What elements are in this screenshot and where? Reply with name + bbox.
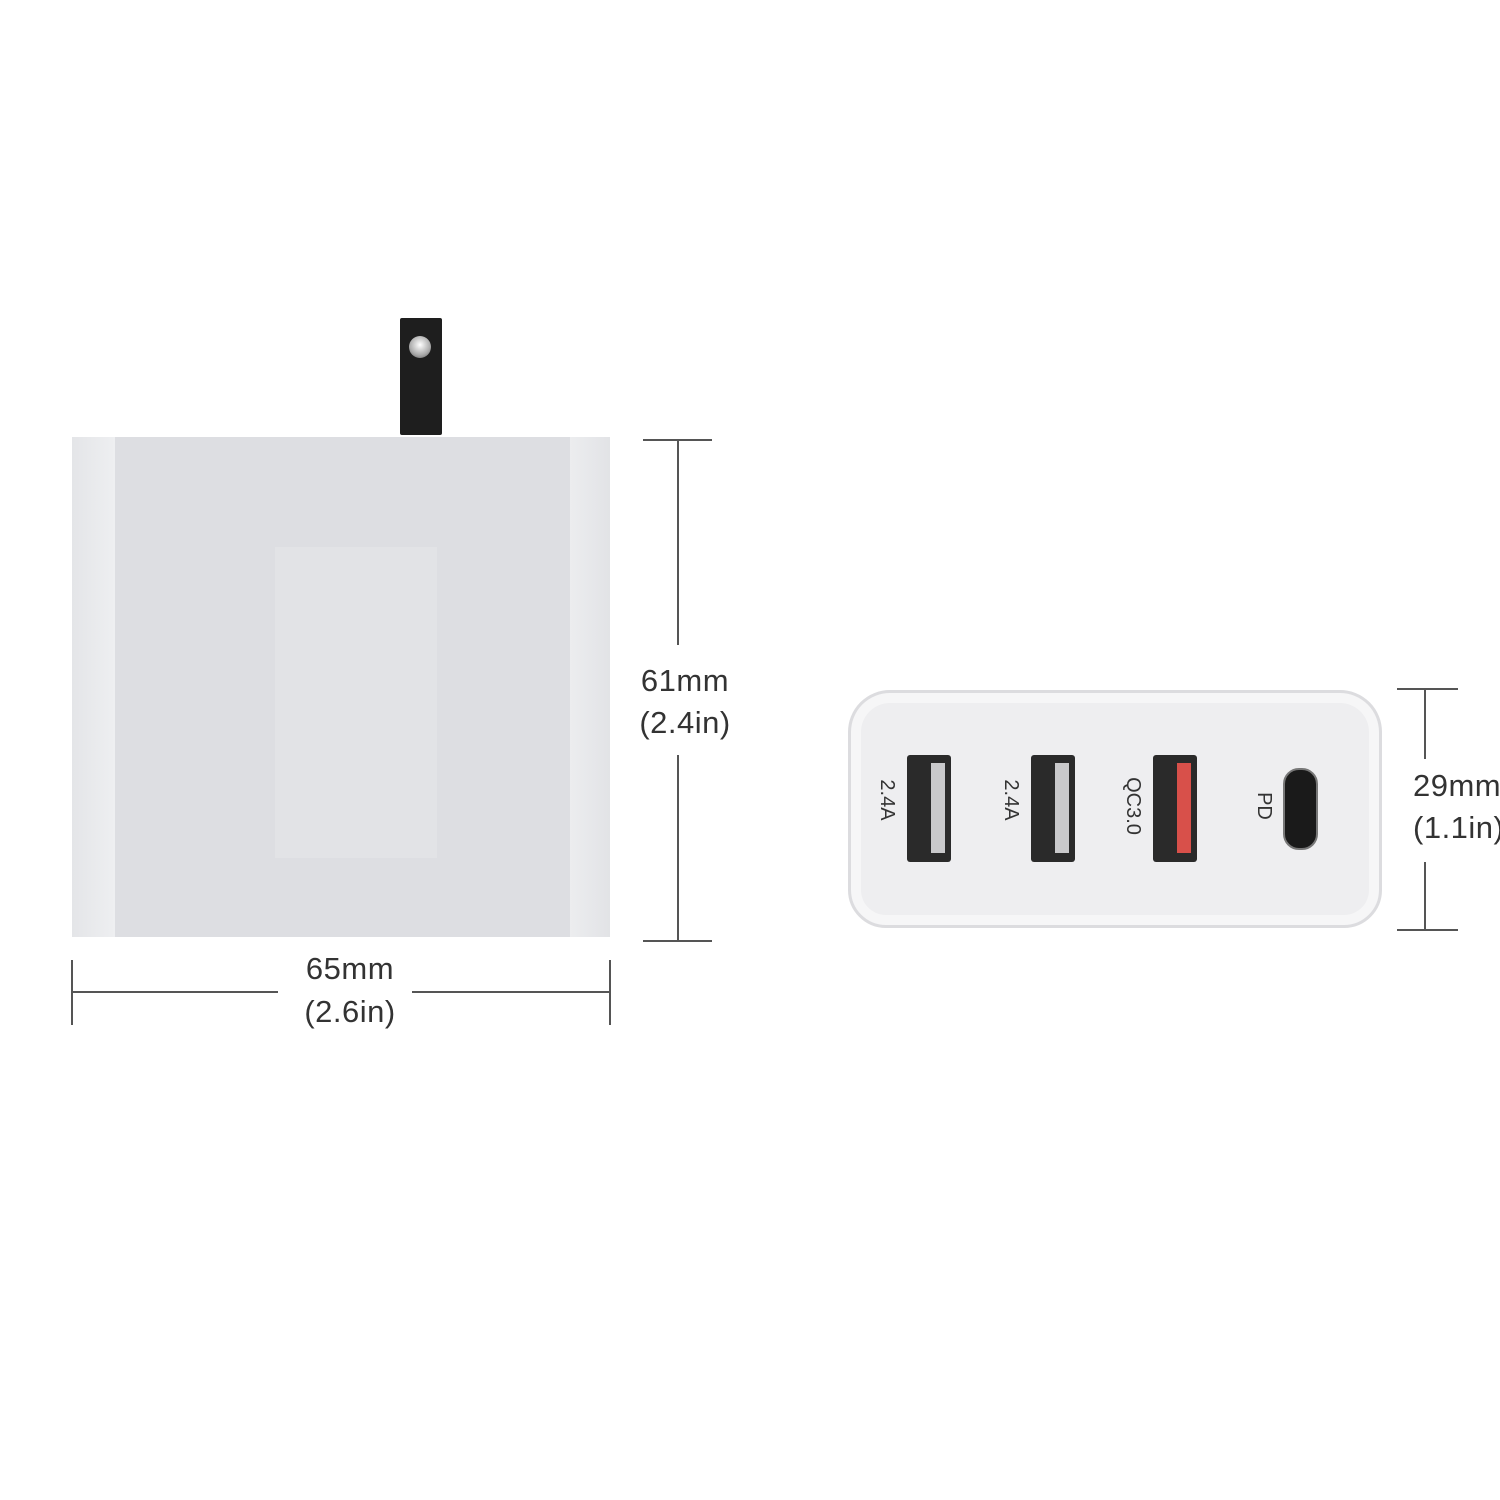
height-label: 61mm: [640, 663, 730, 698]
depth-dim-line-upper: [1424, 689, 1426, 759]
width-label: 65mm: [305, 951, 395, 986]
height-dim-tick-bottom: [643, 940, 712, 942]
height-label-in: (2.4in): [639, 705, 731, 740]
height-dim-line-lower: [677, 755, 679, 941]
depth-label-in: (1.1in): [1413, 810, 1500, 845]
depth-label: 29mm: [1413, 768, 1500, 803]
port-label-3: QC3.0: [1122, 777, 1144, 835]
depth-dim-line-lower: [1424, 862, 1426, 930]
width-dim-tick-right: [609, 960, 611, 1025]
usb-c-port-pd: [1283, 768, 1318, 850]
width-dim-line-right: [412, 991, 610, 993]
port-label-2: 2.4A: [1000, 779, 1022, 821]
port-label-1: 2.4A: [876, 779, 898, 821]
usb-a-port-1: [907, 755, 951, 862]
depth-dim-tick-top: [1397, 688, 1458, 690]
prong-hole: [409, 336, 431, 358]
charger-center-panel: [275, 547, 437, 858]
charger-right-edge: [570, 437, 610, 937]
height-dim-line-upper: [677, 440, 679, 645]
usb-a-port-2: [1031, 755, 1075, 862]
port-label-4: PD: [1253, 792, 1275, 820]
charger-left-edge: [72, 437, 115, 937]
width-dim-line-left: [72, 991, 278, 993]
depth-dim-tick-bottom: [1397, 929, 1458, 931]
width-label-in: (2.6in): [304, 994, 396, 1029]
usb-a-port-qc3: [1153, 755, 1197, 862]
